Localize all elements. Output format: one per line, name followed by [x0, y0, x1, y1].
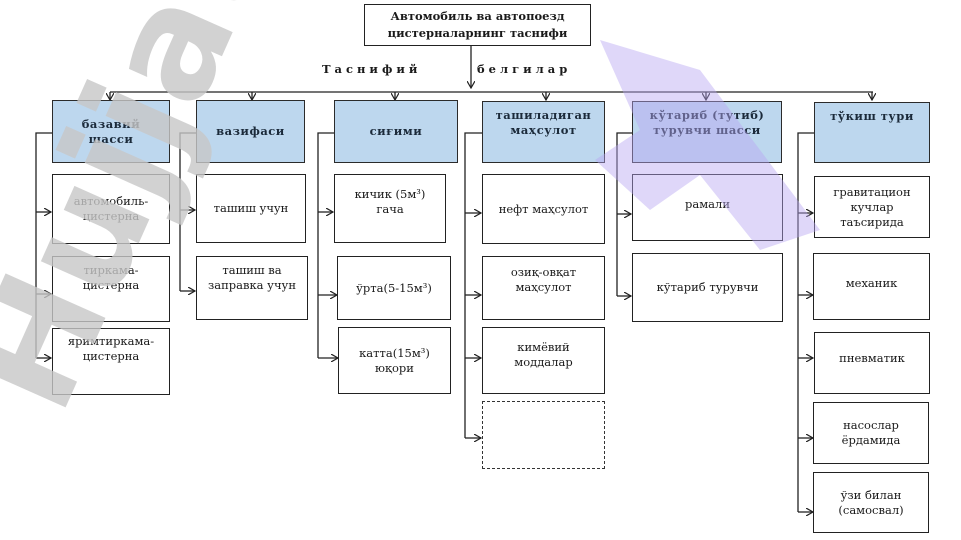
item-gravity: гравитацион кучлар таъсирида — [814, 176, 930, 238]
item-mechanical: механик — [813, 253, 930, 320]
classification-label-left: Таснифий — [322, 62, 422, 76]
header-cargo: ташиладиган маҳсулот — [482, 101, 605, 163]
item-semitrailer-tank: ярим­тиркама- цистерна — [52, 328, 170, 395]
header-purpose: вазифаси — [196, 100, 305, 163]
item-small-capacity: кичик (5м³) гача — [334, 174, 446, 243]
item-oil-products: нефт маҳсулот — [482, 174, 605, 244]
item-transport-refuel: ташиш ва заправка учун — [196, 256, 308, 320]
item-load-bearing: кўтариб турувчи — [632, 253, 783, 322]
item-auto-tank: автомобиль- цистерна — [52, 174, 170, 244]
item-placeholder-empty — [482, 401, 605, 469]
classification-label-right: белгилар — [477, 62, 572, 76]
item-transport: ташиш учун — [196, 174, 306, 243]
header-discharge-type: тўкиш тури — [814, 102, 930, 163]
header-carrying-chassis: кўтариб (тутиб) турувчи шасси — [632, 101, 782, 163]
item-pneumatic: пневматик — [814, 332, 930, 394]
header-base-chassis: базавий шасси — [52, 100, 170, 163]
item-pumps: насослар ёрдамида — [813, 402, 929, 464]
item-chemicals: кимёвий моддалар — [482, 327, 605, 394]
item-food-products: озиқ-овқат маҳсулот — [482, 256, 605, 320]
item-medium-capacity: ўрта(5-15м³) — [337, 256, 451, 320]
item-self-dumping: ўзи билан (самосвал) — [813, 472, 929, 533]
item-frame: рамали — [632, 174, 783, 241]
item-trailer-tank: тиркама- цистерна — [52, 256, 170, 322]
header-capacity: сиғими — [334, 100, 458, 163]
item-large-capacity: катта(15м³) юқори — [338, 327, 451, 394]
diagram-title: Автомобиль ва автопоезд цистерналарнинг … — [364, 4, 591, 46]
